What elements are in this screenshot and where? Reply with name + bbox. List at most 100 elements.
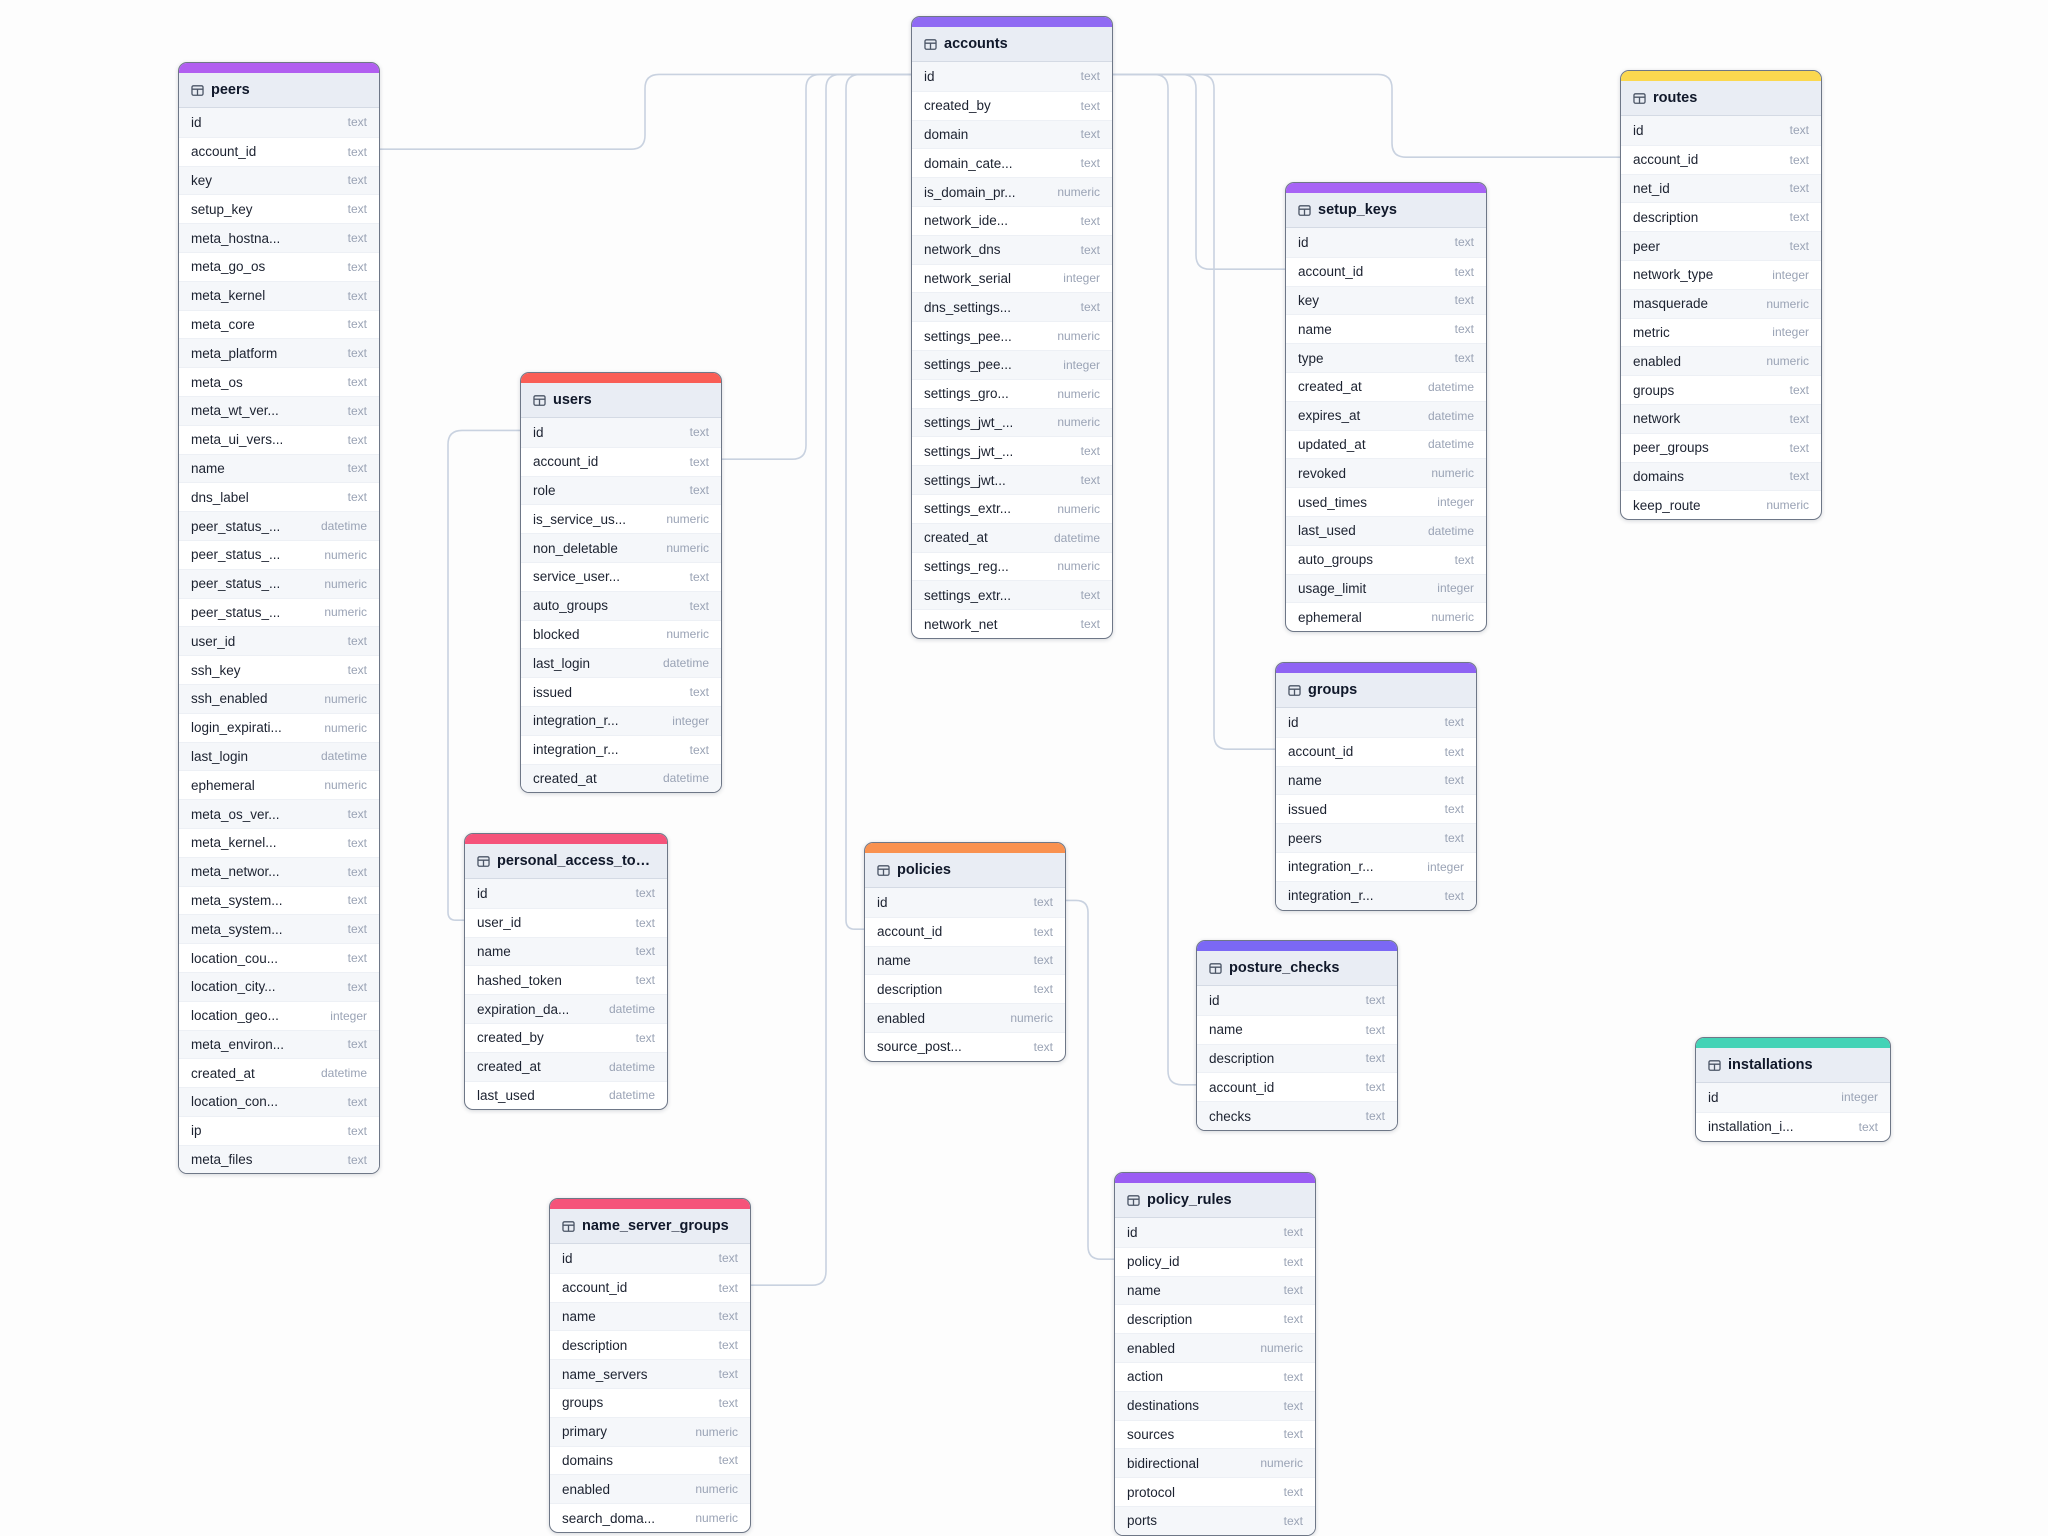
field-name: domains: [562, 1452, 614, 1468]
field-type: text: [635, 915, 655, 930]
field-name: settings_gro...: [924, 386, 1009, 402]
field-name: blocked: [533, 626, 580, 642]
table-header[interactable]: routes: [1621, 81, 1821, 116]
field-name: integration_r...: [533, 742, 619, 758]
field-name: role: [533, 482, 556, 498]
table-header[interactable]: peers: [179, 73, 379, 108]
field-name: usage_limit: [1298, 580, 1367, 596]
field-type: text: [1033, 895, 1053, 910]
field-type: text: [347, 259, 367, 274]
table-header[interactable]: groups: [1276, 673, 1476, 708]
field-type: text: [1080, 69, 1100, 84]
field-name: description: [1127, 1311, 1193, 1327]
table-header[interactable]: users: [521, 383, 721, 418]
field-name: used_times: [1298, 494, 1368, 510]
field-type: text: [347, 951, 367, 965]
field-type: text: [689, 685, 709, 700]
field-row: is_service_us...numeric: [521, 504, 721, 533]
table-header[interactable]: personal_access_tokens: [465, 844, 667, 879]
table-header[interactable]: policies: [865, 853, 1065, 888]
field-type: numeric: [666, 627, 709, 642]
field-type: text: [1080, 98, 1100, 113]
table-header[interactable]: accounts: [912, 27, 1112, 62]
field-name: account_id: [1298, 264, 1364, 280]
field-name: name: [1127, 1282, 1161, 1298]
field-type: numeric: [324, 605, 367, 620]
field-row: meta_wt_ver...text: [179, 395, 379, 425]
table-color-strip: [550, 1199, 750, 1209]
relation-groups-accounts: [1111, 73, 1275, 750]
table-color-strip: [865, 843, 1065, 853]
field-type: datetime: [320, 1066, 367, 1081]
table-header[interactable]: posture_checks: [1197, 951, 1397, 986]
table-header[interactable]: name_server_groups: [550, 1209, 750, 1244]
field-name: ip: [191, 1123, 202, 1139]
table-header[interactable]: installations: [1696, 1048, 1890, 1083]
field-name: id: [1127, 1224, 1138, 1240]
field-type: text: [1365, 1080, 1385, 1095]
table-title: posture_checks: [1229, 960, 1340, 976]
field-name: account_id: [191, 144, 257, 160]
field-type: text: [1080, 242, 1100, 257]
field-type: text: [635, 944, 655, 959]
table-header[interactable]: policy_rules: [1115, 1183, 1315, 1218]
field-type: text: [1365, 1022, 1385, 1037]
table-icon: [1708, 1059, 1721, 1072]
field-name: auto_groups: [1298, 552, 1374, 568]
field-row: meta_system...text: [179, 885, 379, 915]
field-type: numeric: [1766, 354, 1809, 369]
field-type: numeric: [695, 1511, 738, 1526]
field-name: settings_extr...: [924, 501, 1012, 517]
field-type: integer: [1063, 357, 1100, 372]
field-type: numeric: [324, 778, 367, 793]
field-name: enabled: [562, 1481, 611, 1497]
table-title: personal_access_tokens: [497, 853, 655, 869]
field-name: meta_go_os: [191, 259, 266, 275]
field-name: description: [1209, 1050, 1275, 1066]
field-name: meta_system...: [191, 892, 283, 908]
field-type: numeric: [1057, 185, 1100, 200]
field-type: text: [347, 202, 367, 217]
field-name: created_at: [1298, 379, 1362, 395]
field-name: description: [877, 981, 943, 997]
field-type: text: [689, 425, 709, 440]
field-type: text: [1789, 383, 1809, 398]
field-type: text: [1454, 351, 1474, 366]
field-name: is_service_us...: [533, 511, 627, 527]
field-type: text: [1454, 552, 1474, 567]
table-header[interactable]: setup_keys: [1286, 193, 1486, 228]
field-type: integer: [672, 713, 709, 728]
table-title: name_server_groups: [582, 1218, 729, 1234]
field-name: expiration_da...: [477, 1001, 570, 1017]
field-name: peer_status_...: [191, 518, 281, 534]
relation-policies-accounts: [845, 73, 911, 930]
field-name: meta_files: [191, 1152, 253, 1168]
